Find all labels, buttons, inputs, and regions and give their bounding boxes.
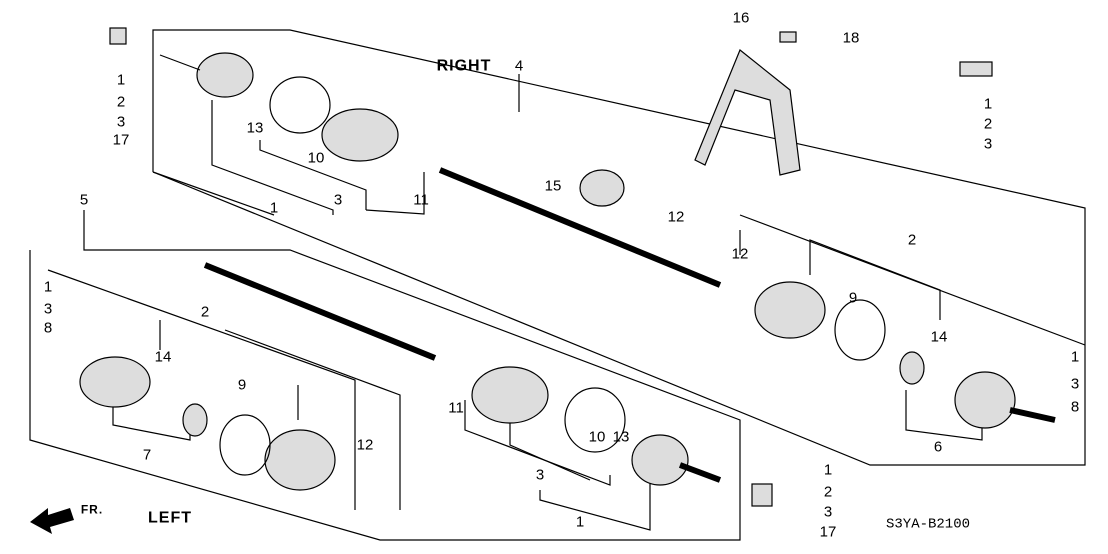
right-outer-joint (159, 52, 254, 98)
callout: 13 (246, 119, 264, 137)
grease-tube (959, 61, 993, 77)
right-band-9 (834, 299, 886, 361)
left-assembly-outline (29, 210, 741, 541)
callout: 11 (413, 191, 429, 209)
callout: 5 (79, 191, 89, 209)
left-band-10 (564, 387, 626, 453)
callout: 3 (983, 135, 993, 153)
right-shaft (438, 167, 722, 288)
callout: 14 (154, 348, 172, 366)
callout: 2 (116, 93, 126, 111)
right-band-10 (269, 76, 331, 134)
right-outer-boot (321, 108, 399, 162)
front-label: FR. (80, 502, 104, 517)
callout: 1 (116, 71, 126, 89)
callout: 2 (200, 303, 210, 321)
bolt-18 (779, 31, 797, 43)
bearing-15 (579, 169, 625, 207)
callout: 9 (848, 289, 858, 307)
callout: 14 (930, 328, 948, 346)
right-assembly-outline (152, 29, 1086, 466)
callout: 17 (112, 131, 130, 149)
callout: 2 (823, 483, 833, 501)
right-tripod (899, 351, 925, 385)
callout: 13 (612, 428, 630, 446)
callout: 10 (588, 428, 606, 446)
right-title: RIGHT (436, 57, 492, 75)
callout: 12 (667, 208, 685, 226)
callout: 17 (819, 523, 837, 541)
diagram-code: S3YA-B2100 (885, 516, 971, 533)
callout: 1 (575, 513, 585, 531)
left-tripod (182, 403, 208, 437)
left-title: LEFT (148, 509, 192, 527)
callout: 3 (333, 191, 343, 209)
callout: 1 (983, 95, 993, 113)
callout: 11 (448, 399, 464, 417)
callout: 3 (116, 113, 126, 131)
top-left-nut (109, 27, 127, 45)
callout: 1 (1070, 348, 1080, 366)
right-inner-boot (754, 281, 826, 339)
callout: 18 (842, 29, 860, 47)
callout: 16 (732, 9, 750, 27)
right-inner-joint (954, 371, 1016, 429)
callout: 2 (983, 115, 993, 133)
callout: 3 (43, 300, 53, 318)
left-outer-joint (631, 434, 689, 486)
callout: 8 (43, 319, 53, 337)
front-arrow-icon (30, 508, 74, 534)
bottom-nut (751, 483, 773, 507)
callout: 12 (731, 245, 749, 263)
left-band-9 (219, 414, 271, 476)
callout: 4 (514, 57, 524, 75)
callout: 1 (823, 461, 833, 479)
callout: 8 (1070, 398, 1080, 416)
callout: 1 (269, 199, 279, 217)
callout: 1 (43, 278, 53, 296)
callout: 2 (907, 231, 917, 249)
bracket-16 (694, 49, 801, 176)
callout: 3 (535, 466, 545, 484)
callout: 12 (356, 436, 374, 454)
callout: 6 (933, 438, 943, 456)
left-inner-joint (79, 356, 151, 408)
left-inner-boot (264, 429, 336, 491)
left-outer-boot (471, 366, 549, 424)
callout: 7 (142, 446, 152, 464)
callout: 15 (544, 177, 562, 195)
left-shaft (203, 262, 437, 361)
callout: 3 (1070, 375, 1080, 393)
callout: 10 (307, 149, 325, 167)
callout: 3 (823, 503, 833, 521)
callout: 9 (237, 376, 247, 394)
